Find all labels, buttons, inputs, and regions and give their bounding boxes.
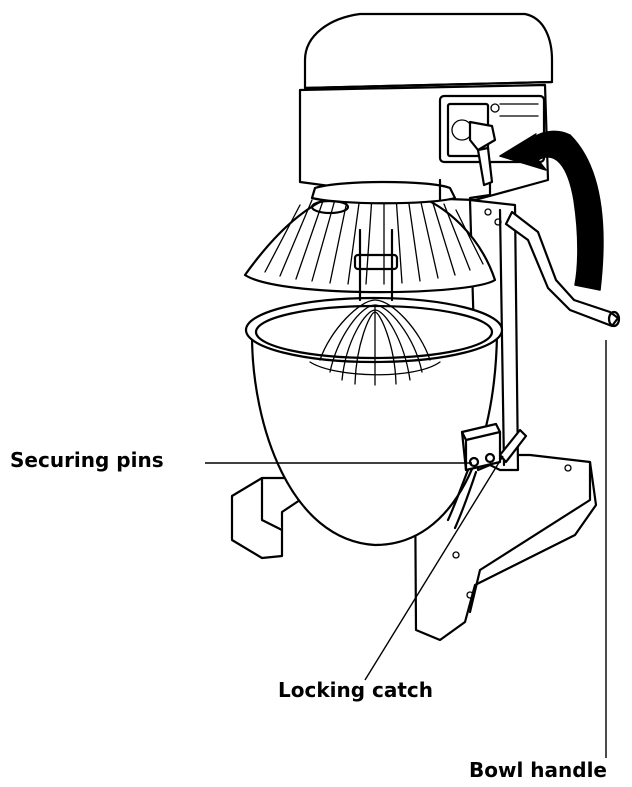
mixing-bowl (244, 296, 504, 547)
safety-guard (243, 193, 497, 302)
locking-catch (446, 428, 528, 530)
securing-pins-label: Securing pins (10, 448, 164, 472)
locking-catch-label: Locking catch (278, 678, 434, 702)
bowl-arm (484, 208, 621, 328)
bowl-handle-label: Bowl handle (469, 758, 607, 782)
curved-arrow-icon (499, 130, 604, 291)
locking-catch-leader (364, 455, 504, 681)
whisk-attachment (309, 299, 441, 386)
